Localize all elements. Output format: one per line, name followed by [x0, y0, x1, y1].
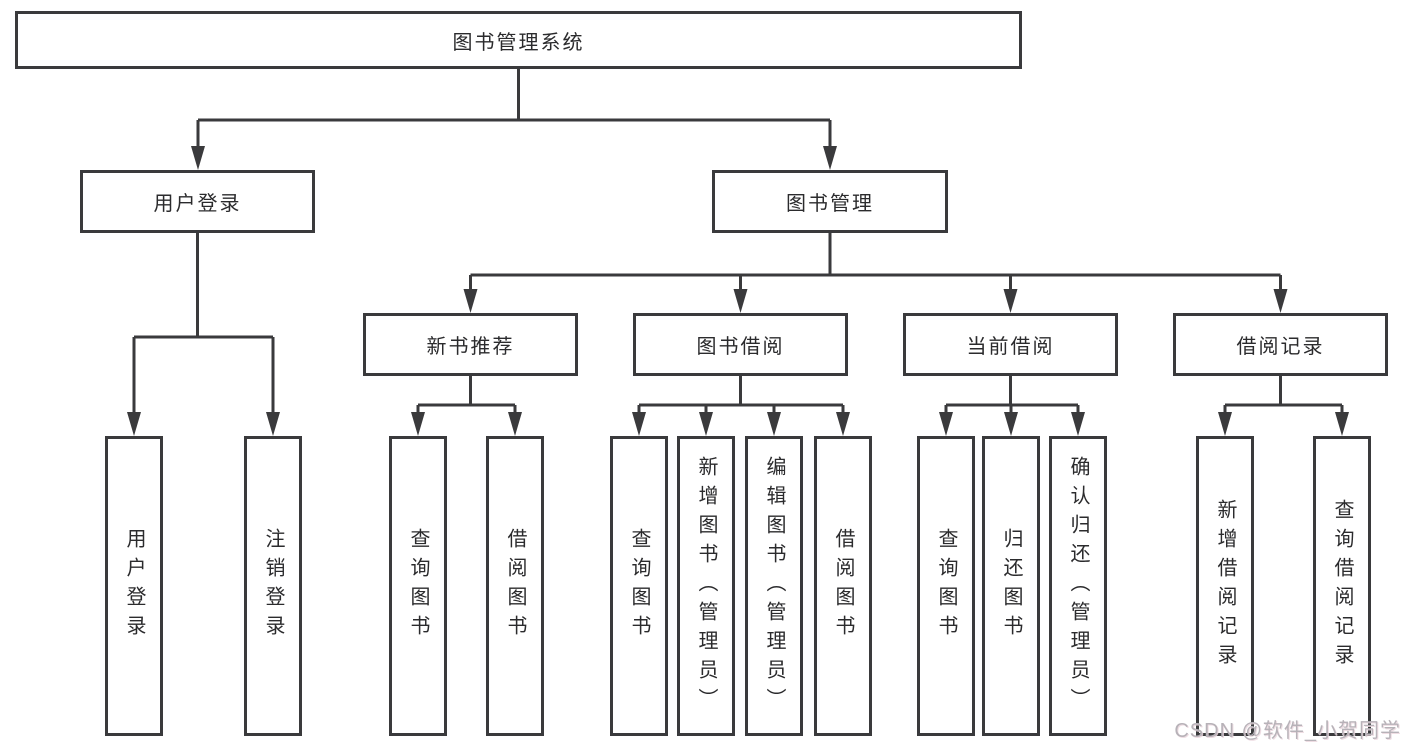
- node-new-book-recommend-label: 新书推荐: [426, 336, 515, 358]
- leaf-add-borrow-record-label: 新增借阅记录: [1214, 499, 1236, 673]
- leaf-query-books-borrow-label: 查询图书: [628, 528, 650, 644]
- leaf-borrow-books: 借阅图书: [814, 436, 872, 736]
- csdn-watermark: CSDN @软件_小贺同学: [1174, 720, 1401, 742]
- node-book-management-label: 图书管理: [786, 193, 874, 215]
- leaf-borrow-books-recommend-label: 借阅图书: [504, 528, 526, 644]
- node-user-login: 用户登录: [80, 170, 315, 233]
- leaf-edit-book-admin: 编辑图书（管理员）: [745, 436, 803, 736]
- node-root-label: 图书管理系统: [452, 31, 585, 54]
- node-borrow-records: 借阅记录: [1173, 313, 1388, 376]
- leaf-return-book: 归还图书: [982, 436, 1040, 736]
- leaf-edit-book-admin-label: 编辑图书（管理员）: [763, 455, 785, 717]
- leaf-confirm-return-admin-label: 确认归还（管理员）: [1067, 455, 1089, 717]
- leaf-logout-login-label: 注销登录: [262, 528, 284, 644]
- node-root: 图书管理系统: [15, 11, 1022, 69]
- leaf-query-books-recommend-label: 查询图书: [407, 528, 429, 644]
- leaf-query-borrow-record: 查询借阅记录: [1313, 436, 1371, 736]
- node-book-management: 图书管理: [712, 170, 948, 233]
- leaf-add-borrow-record: 新增借阅记录: [1196, 436, 1254, 736]
- leaf-return-book-label: 归还图书: [1000, 528, 1022, 644]
- leaf-confirm-return-admin: 确认归还（管理员）: [1049, 436, 1107, 736]
- leaf-add-book-admin: 新增图书（管理员）: [677, 436, 735, 736]
- node-borrow-records-label: 借阅记录: [1236, 336, 1325, 358]
- leaf-user-login: 用户登录: [105, 436, 163, 736]
- node-new-book-recommend: 新书推荐: [363, 313, 578, 376]
- node-current-borrow-label: 当前借阅: [966, 336, 1055, 358]
- leaf-query-books-current-label: 查询图书: [935, 528, 957, 644]
- node-book-borrow: 图书借阅: [633, 313, 848, 376]
- node-user-login-label: 用户登录: [153, 193, 242, 215]
- leaf-query-books-borrow: 查询图书: [610, 436, 668, 736]
- leaf-borrow-books-recommend: 借阅图书: [486, 436, 544, 736]
- leaf-borrow-books-label: 借阅图书: [832, 528, 854, 644]
- leaf-query-books-current: 查询图书: [917, 436, 975, 736]
- leaf-query-books-recommend: 查询图书: [389, 436, 447, 736]
- leaf-query-borrow-record-label: 查询借阅记录: [1331, 499, 1353, 673]
- leaf-add-book-admin-label: 新增图书（管理员）: [695, 455, 717, 717]
- leaf-user-login-label: 用户登录: [123, 528, 145, 644]
- leaf-logout-login: 注销登录: [244, 436, 302, 736]
- node-current-borrow: 当前借阅: [903, 313, 1118, 376]
- node-book-borrow-label: 图书借阅: [696, 336, 785, 358]
